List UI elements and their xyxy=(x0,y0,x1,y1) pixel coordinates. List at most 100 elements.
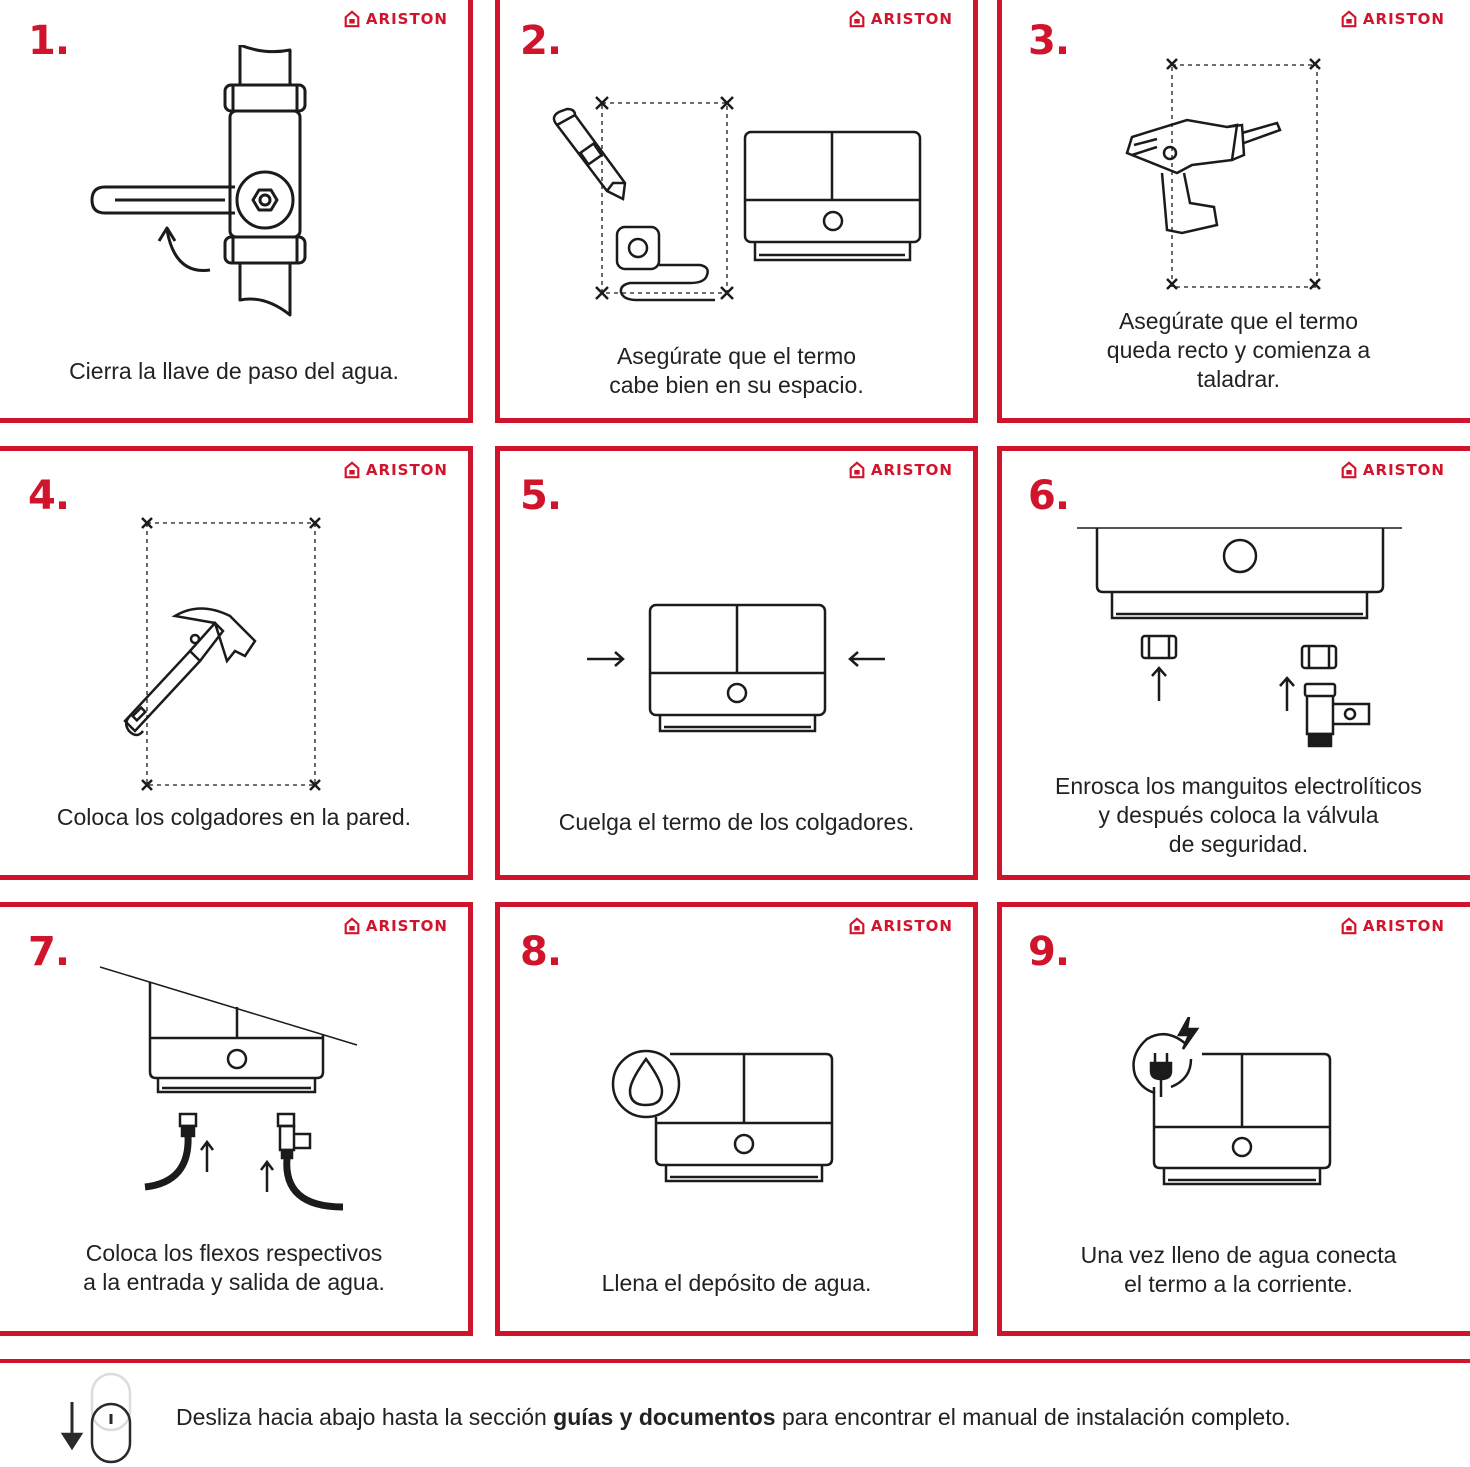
step-panel-2: 2. ARISTON xyxy=(495,0,978,423)
brand-logo: ARISTON xyxy=(1340,917,1445,935)
brand-name: ARISTON xyxy=(870,10,953,28)
step-number: 6. xyxy=(1028,473,1070,519)
brand-name: ARISTON xyxy=(1362,10,1445,28)
caption-line: Coloca los colgadores en la pared. xyxy=(56,804,412,830)
brand-logo: ARISTON xyxy=(343,461,448,479)
footer-link-guides[interactable]: guías y documentos xyxy=(553,1404,776,1430)
hanging-heater-scene xyxy=(587,603,885,733)
step-panel-9: 9. ARISTON Una vez lleno de agua conecta xyxy=(997,902,1470,1336)
power-heater-scene xyxy=(1132,1017,1332,1186)
caption-line: Coloca los flexos respectivos xyxy=(85,1240,383,1266)
step-caption: Cuelga el termo de los colgadores. xyxy=(510,808,963,837)
caption-line: cabe bien en su espacio. xyxy=(609,372,864,398)
caption-line: queda recto y comienza a xyxy=(1106,337,1371,363)
caption-line: y después coloca la válvula xyxy=(1098,802,1379,828)
brand-name: ARISTON xyxy=(365,10,448,28)
footer-text-after: para encontrar el manual de instalación … xyxy=(781,1404,1291,1430)
footer-instruction: Desliza hacia abajo hasta la sección guí… xyxy=(176,1404,1291,1431)
brand-name: ARISTON xyxy=(365,917,448,935)
tape-measure-icon xyxy=(615,225,715,302)
water-heater-icon xyxy=(743,130,922,262)
step-panel-1: 1. ARISTON Cierra la llave de paso del a… xyxy=(0,0,473,423)
caption-line: Cuelga el termo de los colgadores. xyxy=(558,809,915,835)
power-plug-icon xyxy=(1132,1017,1200,1097)
step-number: 7. xyxy=(28,929,70,975)
step-number: 4. xyxy=(28,473,70,519)
brand-house-icon xyxy=(1341,10,1357,28)
step-panel-4: 4. ARISTON Coloca los colgadores en la p… xyxy=(0,446,473,880)
step-number: 2. xyxy=(520,18,562,64)
footer-text-before: Desliza hacia abajo hasta la sección xyxy=(176,1404,547,1430)
brand-logo: ARISTON xyxy=(1340,461,1445,479)
water-drop-icon xyxy=(611,1049,681,1119)
arrow-icon xyxy=(587,651,625,667)
step-caption: Coloca los flexos respectivos a la entra… xyxy=(10,1239,458,1297)
step-panel-8: 8. ARISTON Llena el depósito de agua. xyxy=(495,902,978,1336)
caption-line: Asegúrate que el termo xyxy=(1118,308,1359,334)
caption-line: Cierra la llave de paso del agua. xyxy=(69,358,399,384)
caption-line: taladrar. xyxy=(1196,366,1281,392)
flex-hose-icon xyxy=(144,1112,214,1191)
brand-logo: ARISTON xyxy=(848,461,953,479)
brand-name: ARISTON xyxy=(365,461,448,479)
water-heater-icon xyxy=(648,603,827,733)
step-panel-3: 3. ARISTON Asegúrate que el termo queda … xyxy=(997,0,1470,423)
step-caption: Asegúrate que el termo queda recto y com… xyxy=(1012,307,1465,394)
brand-logo: ARISTON xyxy=(343,10,448,28)
step-panel-5: 5. ARISTON Cuelga el termo de los colgad… xyxy=(495,446,978,880)
fittings-scene xyxy=(1077,527,1402,748)
step-number: 9. xyxy=(1028,929,1070,975)
brand-house-icon xyxy=(1341,917,1357,935)
step-panel-6: 6. ARISTON xyxy=(997,446,1470,880)
drill-icon xyxy=(1125,58,1321,290)
caption-line: a la entrada y salida de agua. xyxy=(83,1269,385,1295)
brand-name: ARISTON xyxy=(1362,917,1445,935)
step-number: 1. xyxy=(28,18,70,64)
pipe-fitting-icon xyxy=(1140,634,1178,701)
flex-hose-icon xyxy=(260,1112,344,1211)
caption-line: el termo a la corriente. xyxy=(1124,1271,1353,1297)
caption-line: Una vez lleno de agua conecta xyxy=(1080,1242,1397,1268)
step-number: 3. xyxy=(1028,18,1070,64)
caption-line: Asegúrate que el termo xyxy=(616,343,857,369)
brand-house-icon xyxy=(344,917,360,935)
hammer-icon xyxy=(123,517,321,791)
step-caption: Llena el depósito de agua. xyxy=(510,1269,963,1298)
scroll-mouse-icon xyxy=(60,1372,132,1464)
step-caption: Enrosca los manguitos electrolíticos y d… xyxy=(1012,772,1465,859)
brand-name: ARISTON xyxy=(870,461,953,479)
safety-valve-icon xyxy=(1279,644,1371,748)
measuring-scene xyxy=(552,96,922,302)
step-caption: Coloca los colgadores en la pared. xyxy=(10,803,458,832)
brand-house-icon xyxy=(1341,461,1357,479)
brand-house-icon xyxy=(344,461,360,479)
water-heater-icon xyxy=(654,1052,834,1183)
step-number: 5. xyxy=(520,473,562,519)
caption-line: Enrosca los manguitos electrolíticos xyxy=(1055,773,1422,799)
fill-heater-scene xyxy=(611,1049,834,1183)
brand-house-icon xyxy=(849,917,865,935)
valve-icon xyxy=(90,45,307,317)
arrow-icon xyxy=(848,651,885,667)
caption-line: de seguridad. xyxy=(1168,831,1309,857)
brand-name: ARISTON xyxy=(1362,461,1445,479)
footer-divider xyxy=(0,1359,1470,1363)
brand-logo: ARISTON xyxy=(343,917,448,935)
step-number: 8. xyxy=(520,929,562,975)
brand-house-icon xyxy=(849,461,865,479)
pencil-icon xyxy=(552,107,627,201)
brand-name: ARISTON xyxy=(870,917,953,935)
water-heater-icon xyxy=(148,982,325,1094)
step-caption: Una vez lleno de agua conecta el termo a… xyxy=(1012,1241,1465,1299)
water-heater-icon xyxy=(1095,528,1385,620)
step-panel-7: 7. ARISTON xyxy=(0,902,473,1336)
water-heater-icon xyxy=(1152,1052,1332,1186)
caption-line: Llena el depósito de agua. xyxy=(601,1270,872,1296)
brand-logo: ARISTON xyxy=(848,917,953,935)
brand-logo: ARISTON xyxy=(848,10,953,28)
step-caption: Cierra la llave de paso del agua. xyxy=(10,357,458,386)
hoses-scene xyxy=(99,966,358,1211)
brand-house-icon xyxy=(849,10,865,28)
brand-logo: ARISTON xyxy=(1340,10,1445,28)
brand-house-icon xyxy=(344,10,360,28)
